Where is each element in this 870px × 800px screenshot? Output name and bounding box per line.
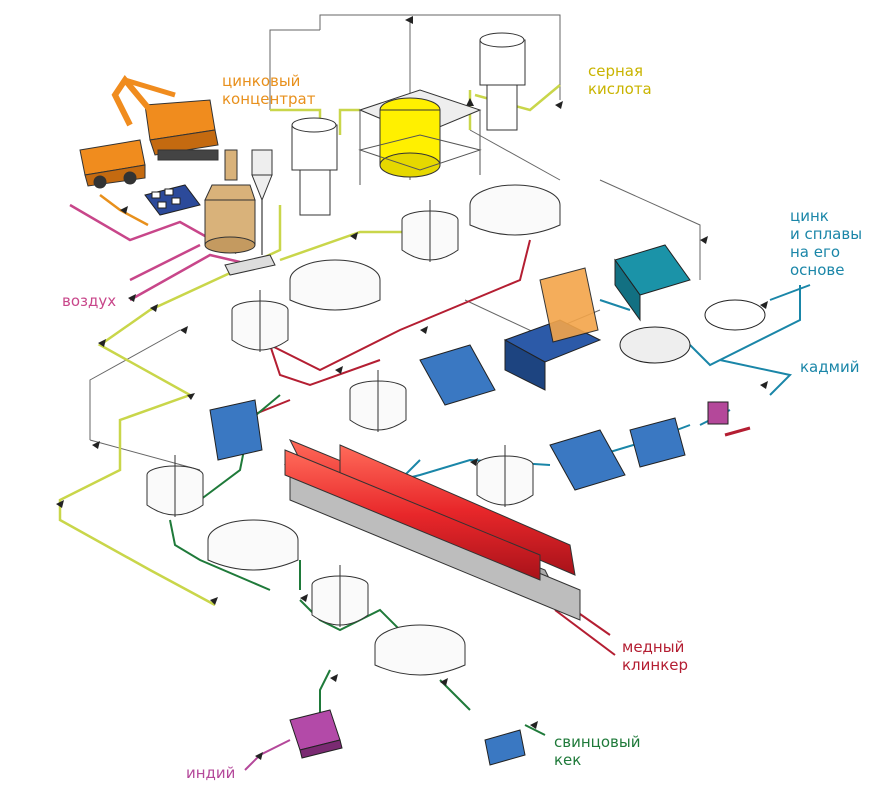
label-sulfuric-acid: серная кислота (588, 62, 652, 98)
casting-machine-icon (614, 244, 766, 364)
cadmium-unit-icon (629, 401, 751, 468)
label-lead-cake: свинцовый кек (554, 733, 641, 769)
electrolysis-cell-icon (503, 267, 602, 391)
leach-tank-icon (146, 200, 534, 627)
label-air: воздух (62, 292, 117, 310)
filter-press-icon (209, 344, 626, 766)
label-zinc-alloys: цинк и сплавы на его основе (790, 207, 863, 279)
truck-icon (79, 139, 146, 189)
yellow-tank-icon (358, 89, 482, 185)
indium-unit-icon (289, 709, 343, 759)
indium-flow-line (244, 739, 291, 771)
conveyor-icon (224, 254, 276, 276)
acid-flow-lines (58, 84, 561, 607)
cyclone-icon (251, 149, 273, 255)
thickener-icon (207, 184, 561, 676)
label-zinc-concentrate: цинковый концентрат (222, 72, 316, 108)
excavator-icon (111, 74, 219, 161)
label-indium: индий (186, 764, 236, 782)
grinder-icon (144, 184, 201, 216)
roaster-tower-icon (204, 149, 256, 254)
acid-plant-icon (291, 32, 526, 216)
label-cadmium: кадмий (800, 358, 860, 376)
label-copper-clinker: медный клинкер (622, 638, 689, 674)
rotary-kiln-icon (284, 439, 581, 621)
